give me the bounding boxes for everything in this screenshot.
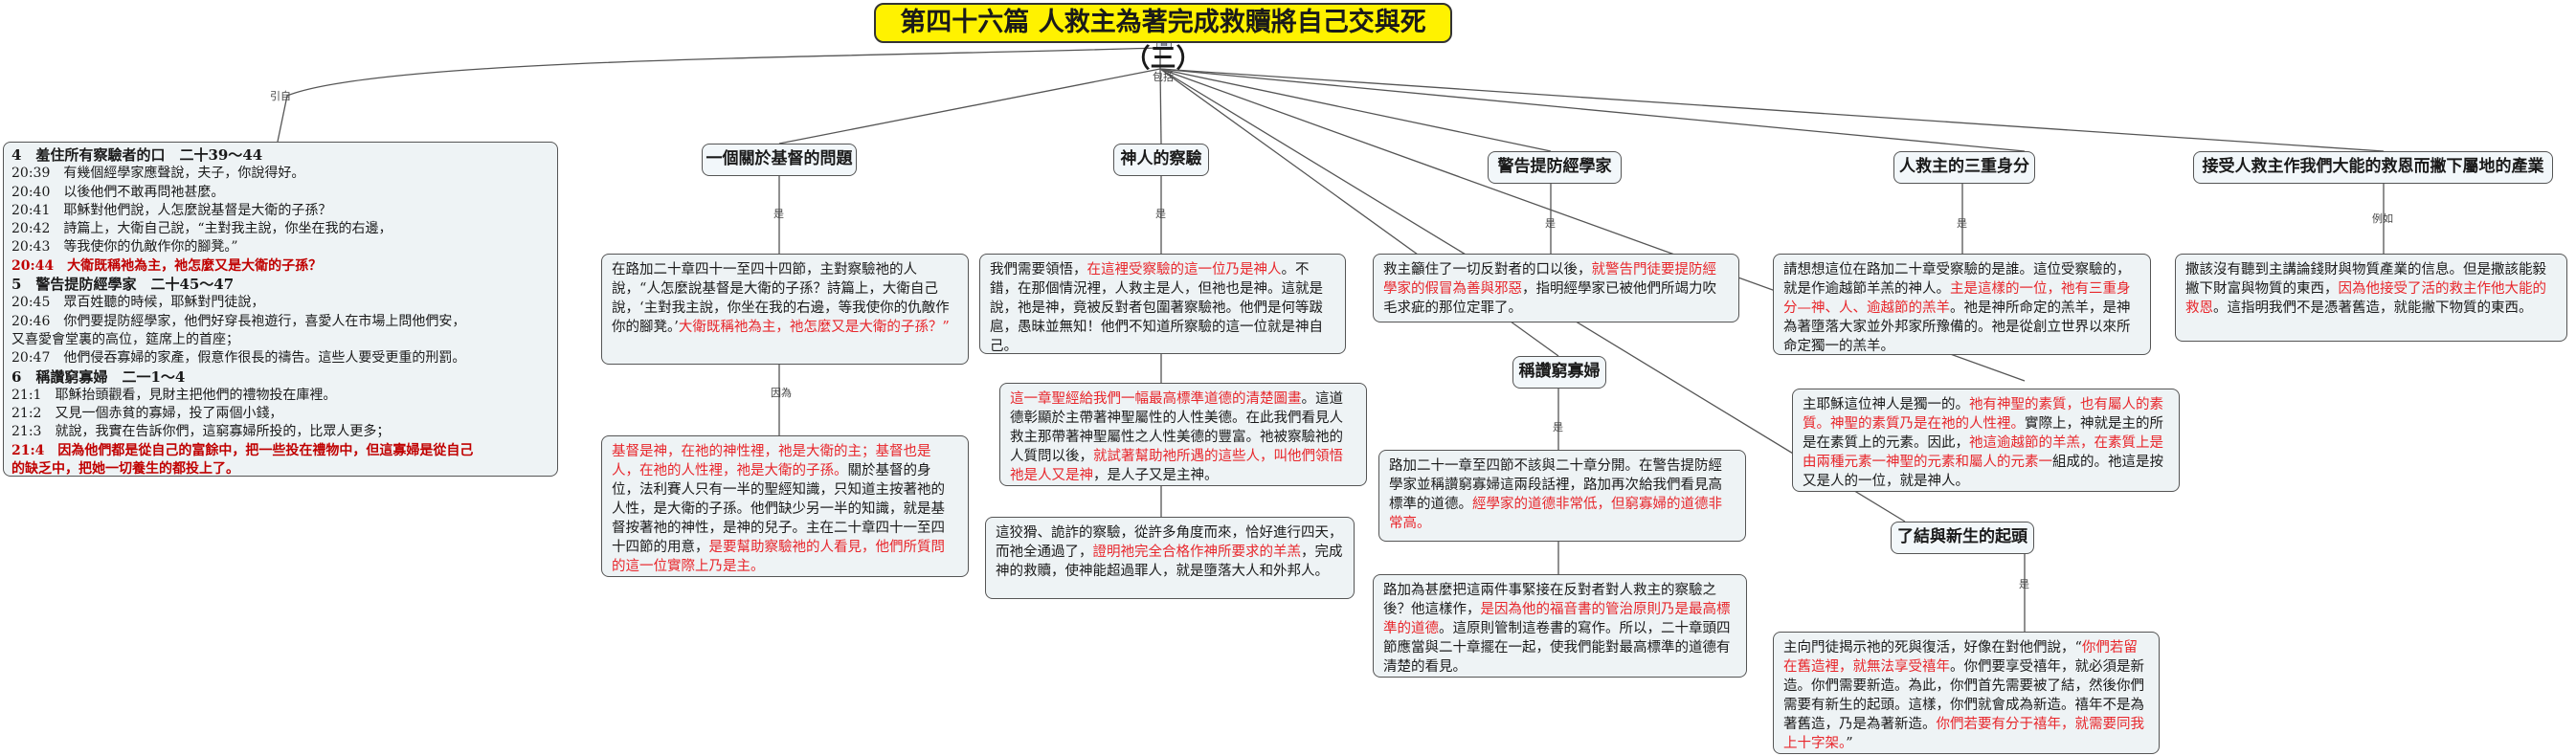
note-highlight: 祂有神聖的素質，也有屬人的素質。神聖的素質乃是在祂的人性裡。 — [1803, 397, 2163, 432]
note-highlight: 這一章聖經給我們一幅最高標準道德的清楚圖畫 — [1010, 391, 1302, 407]
note-text: 關於基督的身位，法利賽人只有一半的聖經知識，只知道主按著祂的人性，是大衛的子孫。… — [612, 463, 945, 555]
note-text: 。不錯，在那個情況裡，人救主是人，但祂也是神。這就是說，祂是神，竟被反對者包圍著… — [990, 262, 1323, 354]
topic-christ-question: 一個關於基督的問題 — [702, 144, 857, 176]
note-text: ，指明經學家已被他們所竭力吹毛求疵的那位定罪了。 — [1383, 281, 1716, 316]
note-gospel-principle: 路加為甚麼把這兩件事緊接在反對者對人救主的察驗之後？他這樣作，是因為他的福音書的… — [1373, 574, 1747, 678]
note-threefold-status: 請想想這位在路加二十章受察驗的是誰。這位受察驗的，就是作逾越節羊羔的神人。主是這… — [1773, 254, 2151, 355]
note-warning-scribes: 救主籲住了一切反對者的口以後，就警告門徒要提防經學家的假冒為善與邪惡，指明經學家… — [1373, 254, 1739, 322]
note-widow-morality: 路加二十一章至四節不該與二十章分開。在警告提防經學家並稱讚窮寡婦這兩段話裡，路加… — [1378, 450, 1746, 542]
note-high-morality: 這一章聖經給我們一幅最高標準道德的清楚圖畫。這道德彰顯於主帶著神聖屬性的人性美德… — [999, 383, 1367, 486]
note-highlight: 基督是神，在祂的神性裡，祂是大衛的主；基督也是人，在祂的人性裡，祂是大衛的子孫。 — [612, 444, 931, 478]
note-god-man: 我們需要領悟，在這裡受察驗的這一位乃是神人。不錯，在那個情況裡，人救主是人，但祂… — [979, 254, 1346, 354]
topic-receive-savior: 接受人救主作我們大能的救恩而撇下屬地的產業 — [2193, 151, 2553, 184]
verse-line-highlight: 20:44 大衛既稱祂為主，祂怎麼又是大衛的子孫？ — [11, 257, 323, 274]
section-heading: 5 警告提防經學家 二十45～47 — [11, 276, 235, 294]
note-unique-god-man: 主耶穌這位神人是獨一的。祂有神聖的素質，也有屬人的素質。神聖的素質乃是在祂的人性… — [1792, 389, 2180, 492]
label-yinbai: 引自 — [270, 90, 291, 102]
note-highlight: 因為他接受了活的救主作他大能的救恩 — [2185, 281, 2546, 316]
verse-line: 20:47 他們侵吞寡婦的家產，假意作很長的禱告。這些人要受更重的刑罰。 — [11, 350, 466, 367]
verse-line-highlight: 的缺乏中，把她一切養生的都投上了。 — [11, 461, 239, 478]
note-highlight: 你們若留在舊造裡，就無法享受禧年 — [1783, 640, 2138, 675]
verse-line: 20:41 耶穌對他們說，人怎麼說基督是大衛的子孫？ — [11, 202, 332, 218]
note-christ-person: 基督是神，在祂的神性裡，祂是大衛的主；基督也是人，在祂的人性裡，祂是大衛的子孫。… — [601, 435, 969, 577]
label-yinwei: 因為 — [771, 387, 792, 399]
note-text: 。這原則管制這卷書的寫作。所以，二十章頭四節應當與二十章擺在一起，使我們能對最高… — [1383, 621, 1731, 675]
verse-line: 21:3 就說，我實在告訴你們，這窮寡婦所投的，比眾人更多； — [11, 424, 391, 440]
note-text: 路加為甚麼把這兩件事緊接在反對者對人救主的察驗之後？他這樣作， — [1383, 583, 1716, 617]
verse-line: 20:40 以後他們不敢再問祂甚麼。 — [11, 184, 225, 200]
note-text: 這狡猾、詭詐的察驗，從許多角度而來，恰好進行四天，而祂全通過了， — [996, 525, 1343, 560]
note-highlight: 主是這樣的一位，祂有三重身分—神、人、逾越節的羔羊 — [1783, 281, 2131, 316]
verse-line: 又喜愛會堂裏的高位，筵席上的首座； — [11, 331, 239, 347]
label-shi-4: 是 — [1553, 421, 1563, 434]
note-highlight: 大衛既稱祂為主，祂怎麼又是大衛的子孫？” — [678, 320, 950, 335]
section-heading: 6 稱讚窮寡婦 二一1～4 — [11, 367, 186, 386]
note-text: 在路加二十章四十一至四十四節，主對察驗祂的人說，“人怎麼說基督是大衛的子孫？詩篇… — [612, 262, 950, 335]
note-christ-question: 在路加二十章四十一至四十四節，主對察驗祂的人說，“人怎麼說基督是大衛的子孫？詩篇… — [601, 254, 969, 365]
label-shi-5: 是 — [1957, 217, 1967, 230]
note-text: 撒該沒有聽到主講論錢財與物質產業的信息。但是撒該能毅撇下財富與物質的東西， — [2185, 262, 2546, 297]
diagram-title: 第四十六篇 人救主為著完成救贖將自己交與死（三） — [874, 3, 1452, 74]
topic-termination-new-birth: 了結與新生的起頭 — [1891, 522, 2034, 554]
topic-threefold-status: 人救主的三重身分 — [1893, 151, 2035, 184]
section-heading: 4 羞住所有察驗者的口 二十39～44 — [11, 146, 263, 164]
note-text: 。這指明我們不是憑著舊造，就能撇下物質的東西。 — [2213, 300, 2533, 316]
note-text: 請想想這位在路加二十章受察驗的是誰。這位受察驗的，就是作逾越節羊羔的神人。 — [1783, 262, 2131, 297]
note-text: 救主籲住了一切反對者的口以後， — [1383, 262, 1592, 278]
note-highlight: 你們若要有分于禧年，就需要同我上十字架。 — [1783, 717, 2144, 751]
label-shi-6: 是 — [2019, 578, 2029, 590]
note-text: 路加二十一章至四節不該與二十章分開。在警告提防經學家並稱讚窮寡婦這兩段話裡，路加… — [1389, 458, 1722, 512]
verse-line: 20:46 你們要提防經學家，他們好穿長袍遊行，喜愛人在市場上問他們安， — [11, 313, 466, 329]
scripture-panel: 4 羞住所有察驗者的口 二十39～44 20:39 有幾個經學家應聲說，夫子，你… — [3, 142, 558, 477]
note-text: ，是人子又是主神。 — [1093, 468, 1219, 483]
verse-line: 20:43 等我使你的仇敵作你的腳凳。” — [11, 239, 238, 256]
label-liru: 例如 — [2372, 212, 2393, 225]
note-text: 實際上，神就是主的所是在素質上的元素。因此， — [1803, 416, 2163, 451]
note-text: 。你們要享受禧年，就必須是新造。你們需要新造。為此，你們首先需要被了結，然後你們… — [1783, 659, 2144, 732]
note-highlight: 祂這逾越節的羊羔，在素質上是由兩種元素一神聖的元素和屬人的元素一 — [1803, 435, 2163, 470]
verse-line-highlight: 21:4 因為他們都是從自己的富餘中，把一些投在禮物中，但這寡婦是從自己 — [11, 442, 474, 458]
verse-line: 21:1 耶穌抬頭觀看，見財主把他們的禮物投在庫裡。 — [11, 387, 337, 403]
note-highlight: 在這裡受察驗的這一位乃是神人 — [1086, 262, 1282, 278]
verse-line: 20:39 有幾個經學家應聲說，夫子，你說得好。 — [11, 166, 305, 182]
note-highlight: 就警告門徒要提防經學家的假冒為善與邪惡 — [1383, 262, 1716, 297]
note-text: 。這道德彰顯於主帶著神聖屬性的人性美德。在此我們看見人救主那帶著神聖屬性之人性美… — [1010, 391, 1343, 464]
note-text: 我們需要領悟， — [990, 262, 1087, 278]
note-text: 主耶穌這位神人是獨一的。 — [1803, 397, 1969, 412]
label-shi-3: 是 — [1545, 217, 1556, 230]
label-shi-2: 是 — [1155, 208, 1166, 220]
label-shi-1: 是 — [773, 208, 784, 220]
topic-poor-widow: 稱讚窮寡婦 — [1512, 356, 1606, 389]
note-text: 主向門徒揭示祂的死與復活，好像在對他們說，“ — [1783, 640, 2082, 656]
note-highlight: 經學家的道德非常低，但窮寡婦的道德非常高。 — [1389, 497, 1722, 531]
note-text: ，完成神的救贖，使神能超過罪人，就是墮落大人和外邦人。 — [996, 545, 1343, 579]
note-text: 。祂是神所命定的羔羊，是神為著墮落大家並外邦家所豫備的。祂是從創立世界以來所命定… — [1783, 300, 2131, 354]
note-jubilee: 主向門徒揭示祂的死與復活，好像在對他們說，“你們若留在舊造裡，就無法享受禧年。你… — [1773, 632, 2160, 754]
note-passover-lamb: 這狡猾、詭詐的察驗，從許多角度而來，恰好進行四天，而祂全通過了，證明祂完全合格作… — [985, 517, 1355, 599]
verse-line: 21:2 又見一個赤貧的寡婦，投了兩個小錢， — [11, 406, 283, 422]
note-highlight: 就試著幫助祂所遇的這些人，叫他們領悟祂是人又是神 — [1010, 449, 1343, 483]
note-text: 組成的。祂這是按又是人的一位，就是神人。 — [1803, 455, 2163, 489]
label-baokuo: 包括 — [1153, 71, 1174, 83]
note-zacchaeus: 撒該沒有聽到主講論錢財與物質產業的信息。但是撒該能毅撇下財富與物質的東西，因為他… — [2175, 254, 2567, 342]
verse-line: 20:42 詩篇上，大衛自己說，“主對我主說，你坐在我的右邊， — [11, 221, 392, 237]
topic-god-man-examination: 神人的察驗 — [1113, 144, 1209, 176]
note-highlight: 是要幫助察驗祂的人看見，他們所質問的這一位實際上乃是主。 — [612, 540, 945, 574]
note-highlight: 是因為他的福音書的管治原則乃是最高標準的道德 — [1383, 602, 1731, 636]
note-highlight: 證明祂完全合格作神所要求的羊羔 — [1092, 545, 1302, 560]
note-text: ” — [1846, 736, 1853, 751]
topic-warning-scribes: 警告提防經學家 — [1488, 151, 1622, 184]
verse-line: 20:45 眾百姓聽的時候，耶穌對門徒說， — [11, 295, 265, 311]
